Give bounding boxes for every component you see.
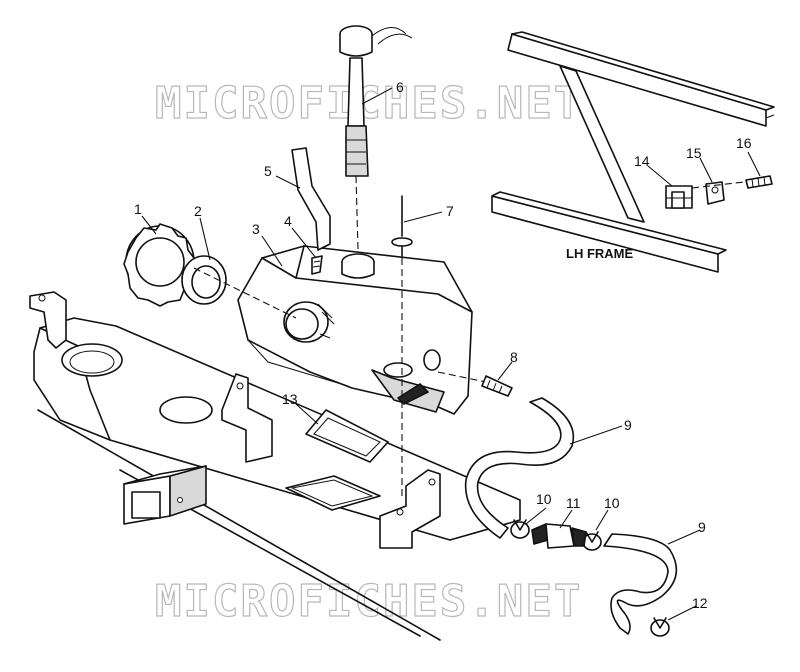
callout-5: 5 xyxy=(264,163,272,179)
part-15-clip xyxy=(705,181,725,205)
callout-15: 15 xyxy=(686,145,702,161)
part-16-bolt xyxy=(691,175,773,189)
leader-lines xyxy=(141,87,761,621)
part-11-fuel-filter xyxy=(531,523,587,549)
watermark-top: MICROFICHES.NET xyxy=(155,78,582,129)
part-8-fitting xyxy=(437,371,513,397)
part-6-gauge-sender xyxy=(339,25,413,177)
callout-10-left: 10 xyxy=(536,491,552,507)
part-9-fuel-hose-lower xyxy=(603,533,678,635)
part-12-clamp xyxy=(650,617,670,637)
callout-2: 2 xyxy=(194,203,202,219)
lh-frame xyxy=(491,31,775,273)
callout-10-right: 10 xyxy=(604,495,620,511)
part-2-gasket xyxy=(181,255,227,305)
watermark-bottom: MICROFICHES.NET xyxy=(155,576,582,627)
callout-8: 8 xyxy=(510,349,518,365)
callout-7: 7 xyxy=(446,203,454,219)
callout-3: 3 xyxy=(252,221,260,237)
callout-9-upper: 9 xyxy=(624,417,632,433)
part-14-bracket xyxy=(665,185,693,209)
part-10-clamp-left xyxy=(510,519,530,539)
callout-16: 16 xyxy=(736,135,752,151)
callout-6: 6 xyxy=(396,79,404,95)
lh-frame-label: LH FRAME xyxy=(566,246,633,261)
callout-12: 12 xyxy=(692,595,708,611)
part-10-clamp-right xyxy=(582,531,602,551)
part-3-fuel-tank xyxy=(237,245,473,415)
part-5-vent-hose xyxy=(291,147,331,251)
callout-4: 4 xyxy=(284,213,292,229)
part-1-cap xyxy=(123,223,195,307)
mount-bracket-right xyxy=(379,469,441,549)
part-7-drain-pin xyxy=(391,195,413,257)
part-9-fuel-hose-upper xyxy=(464,397,575,539)
callout-13: 13 xyxy=(282,391,298,407)
callout-1: 1 xyxy=(134,201,142,217)
part-4-fitting xyxy=(311,255,323,275)
callout-9-lower: 9 xyxy=(698,519,706,535)
callout-11: 11 xyxy=(566,495,581,511)
chassis-beam xyxy=(29,291,521,641)
mount-bracket-left xyxy=(221,373,273,463)
part-13-pad xyxy=(305,409,389,463)
callout-14: 14 xyxy=(634,153,650,169)
